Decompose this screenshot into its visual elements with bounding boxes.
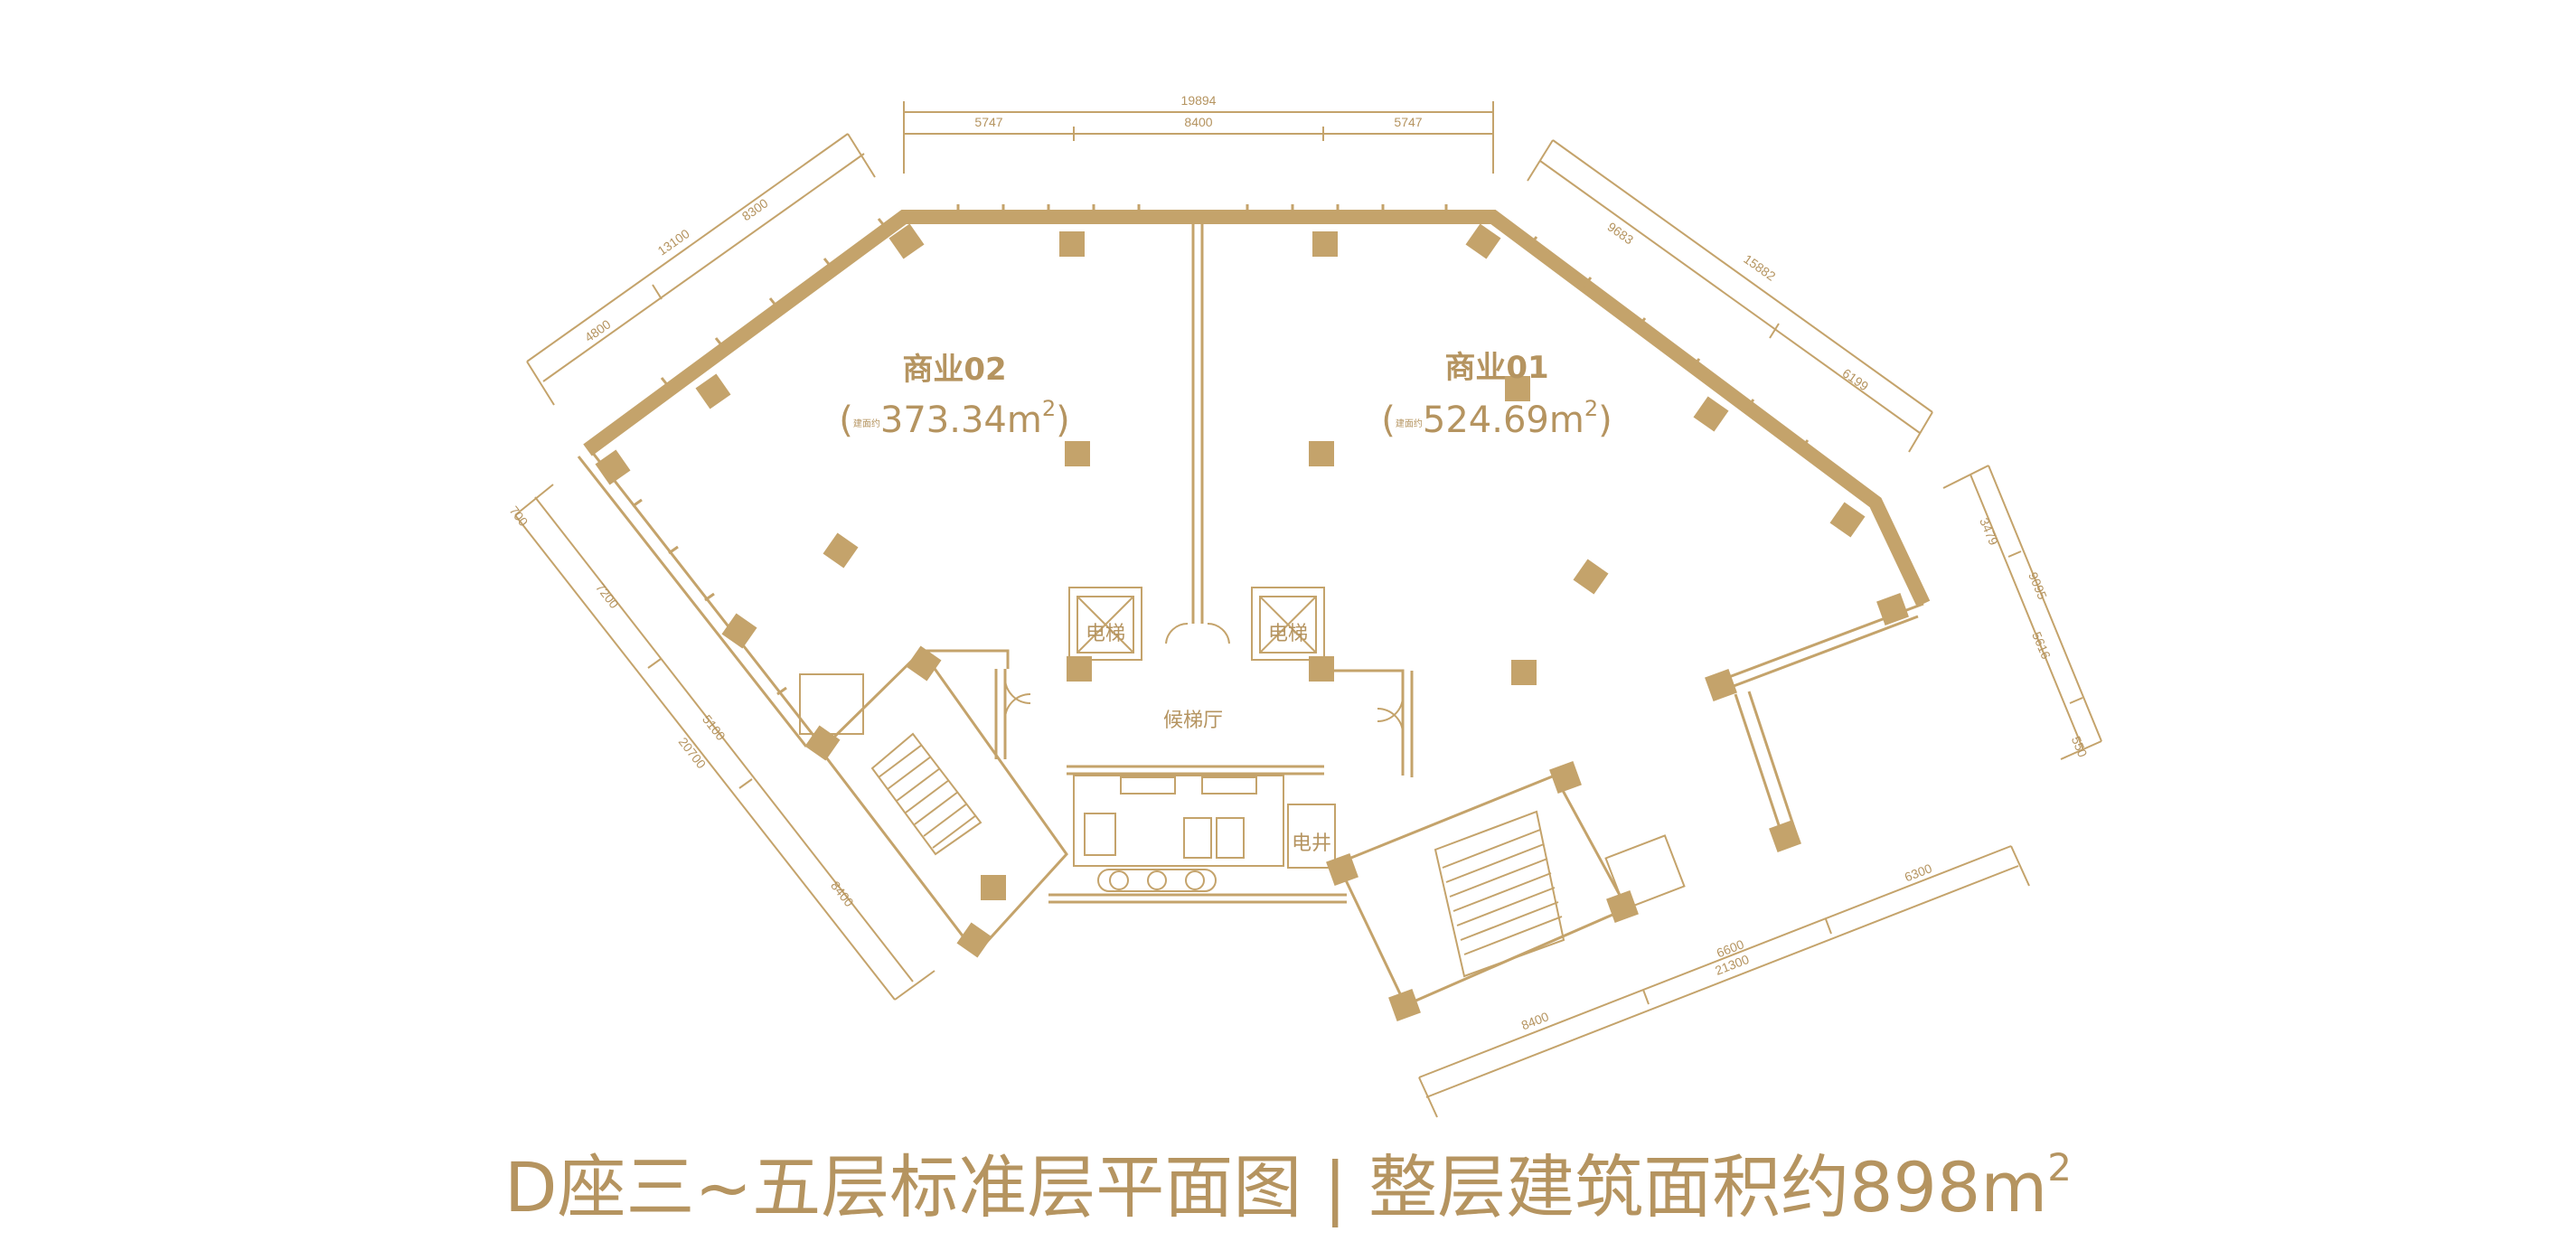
- dim-upper-left-b: 8300: [739, 195, 771, 223]
- room-area: (建面约524.69m2): [1381, 396, 1612, 441]
- stair-treads-left: [878, 744, 977, 849]
- dim-upper-left-a: 4800: [582, 316, 614, 344]
- dim-top-mid: 8400: [1184, 115, 1212, 129]
- room-name: 商业01: [1444, 350, 1548, 386]
- elevator-label-1: 电梯: [1086, 623, 1125, 645]
- restroom-left: [799, 673, 864, 735]
- dim-left-top: 700: [506, 503, 531, 529]
- stair-treads-right: [1442, 829, 1563, 955]
- dim-upper-left-total: 13100: [655, 226, 692, 259]
- room-area: (建面约373.34m2): [839, 396, 1069, 441]
- dim-left-total: 20700: [676, 735, 710, 772]
- core-walls: [799, 221, 1686, 1007]
- elevator-shaft-2: [1251, 587, 1325, 661]
- room-label-shop-01: 商业01 (建面约524.69m2): [1381, 350, 1612, 441]
- dim-right-total: 9095: [2026, 570, 2050, 602]
- dimension-lines: [514, 101, 2102, 1118]
- dim-left-a: 7200: [593, 580, 622, 612]
- dim-upper-right-a: 9683: [1605, 219, 1637, 247]
- washroom-block: [1073, 775, 1284, 867]
- columns: [595, 223, 1909, 1021]
- dim-upper-right-b: 6199: [1840, 365, 1872, 393]
- dim-bottom-c: 6300: [1903, 860, 1934, 884]
- dim-top-left: 5747: [974, 115, 1002, 129]
- dim-bottom-a: 8400: [1519, 1009, 1551, 1032]
- page-title: D座三~五层标准层平面图 | 整层建筑面积约898m2: [504, 1145, 2072, 1228]
- room-name: 商业02: [902, 352, 1006, 388]
- room-label-shop-02: 商业02 (建面约373.34m2): [839, 352, 1069, 441]
- electric-shaft-label: 电井: [1292, 832, 1331, 855]
- dim-top-total: 19894: [1181, 93, 1217, 108]
- elevator-shaft-1: [1068, 587, 1142, 661]
- dim-top-right: 5747: [1394, 115, 1422, 129]
- dim-right-c: 550: [2069, 734, 2091, 759]
- dimension-labels: 19894 5747 8400 5747 13100 4800 8300 968…: [506, 93, 2090, 1032]
- dim-right-a: 3479: [1977, 516, 2001, 548]
- exterior-walls: [577, 204, 1931, 837]
- lift-lobby-label: 候梯厅: [1163, 710, 1223, 732]
- elevator-label-2: 电梯: [1268, 623, 1308, 645]
- restroom-right: [1604, 834, 1686, 910]
- window-mullions: [632, 204, 1810, 696]
- dim-right-b: 5616: [2029, 630, 2054, 662]
